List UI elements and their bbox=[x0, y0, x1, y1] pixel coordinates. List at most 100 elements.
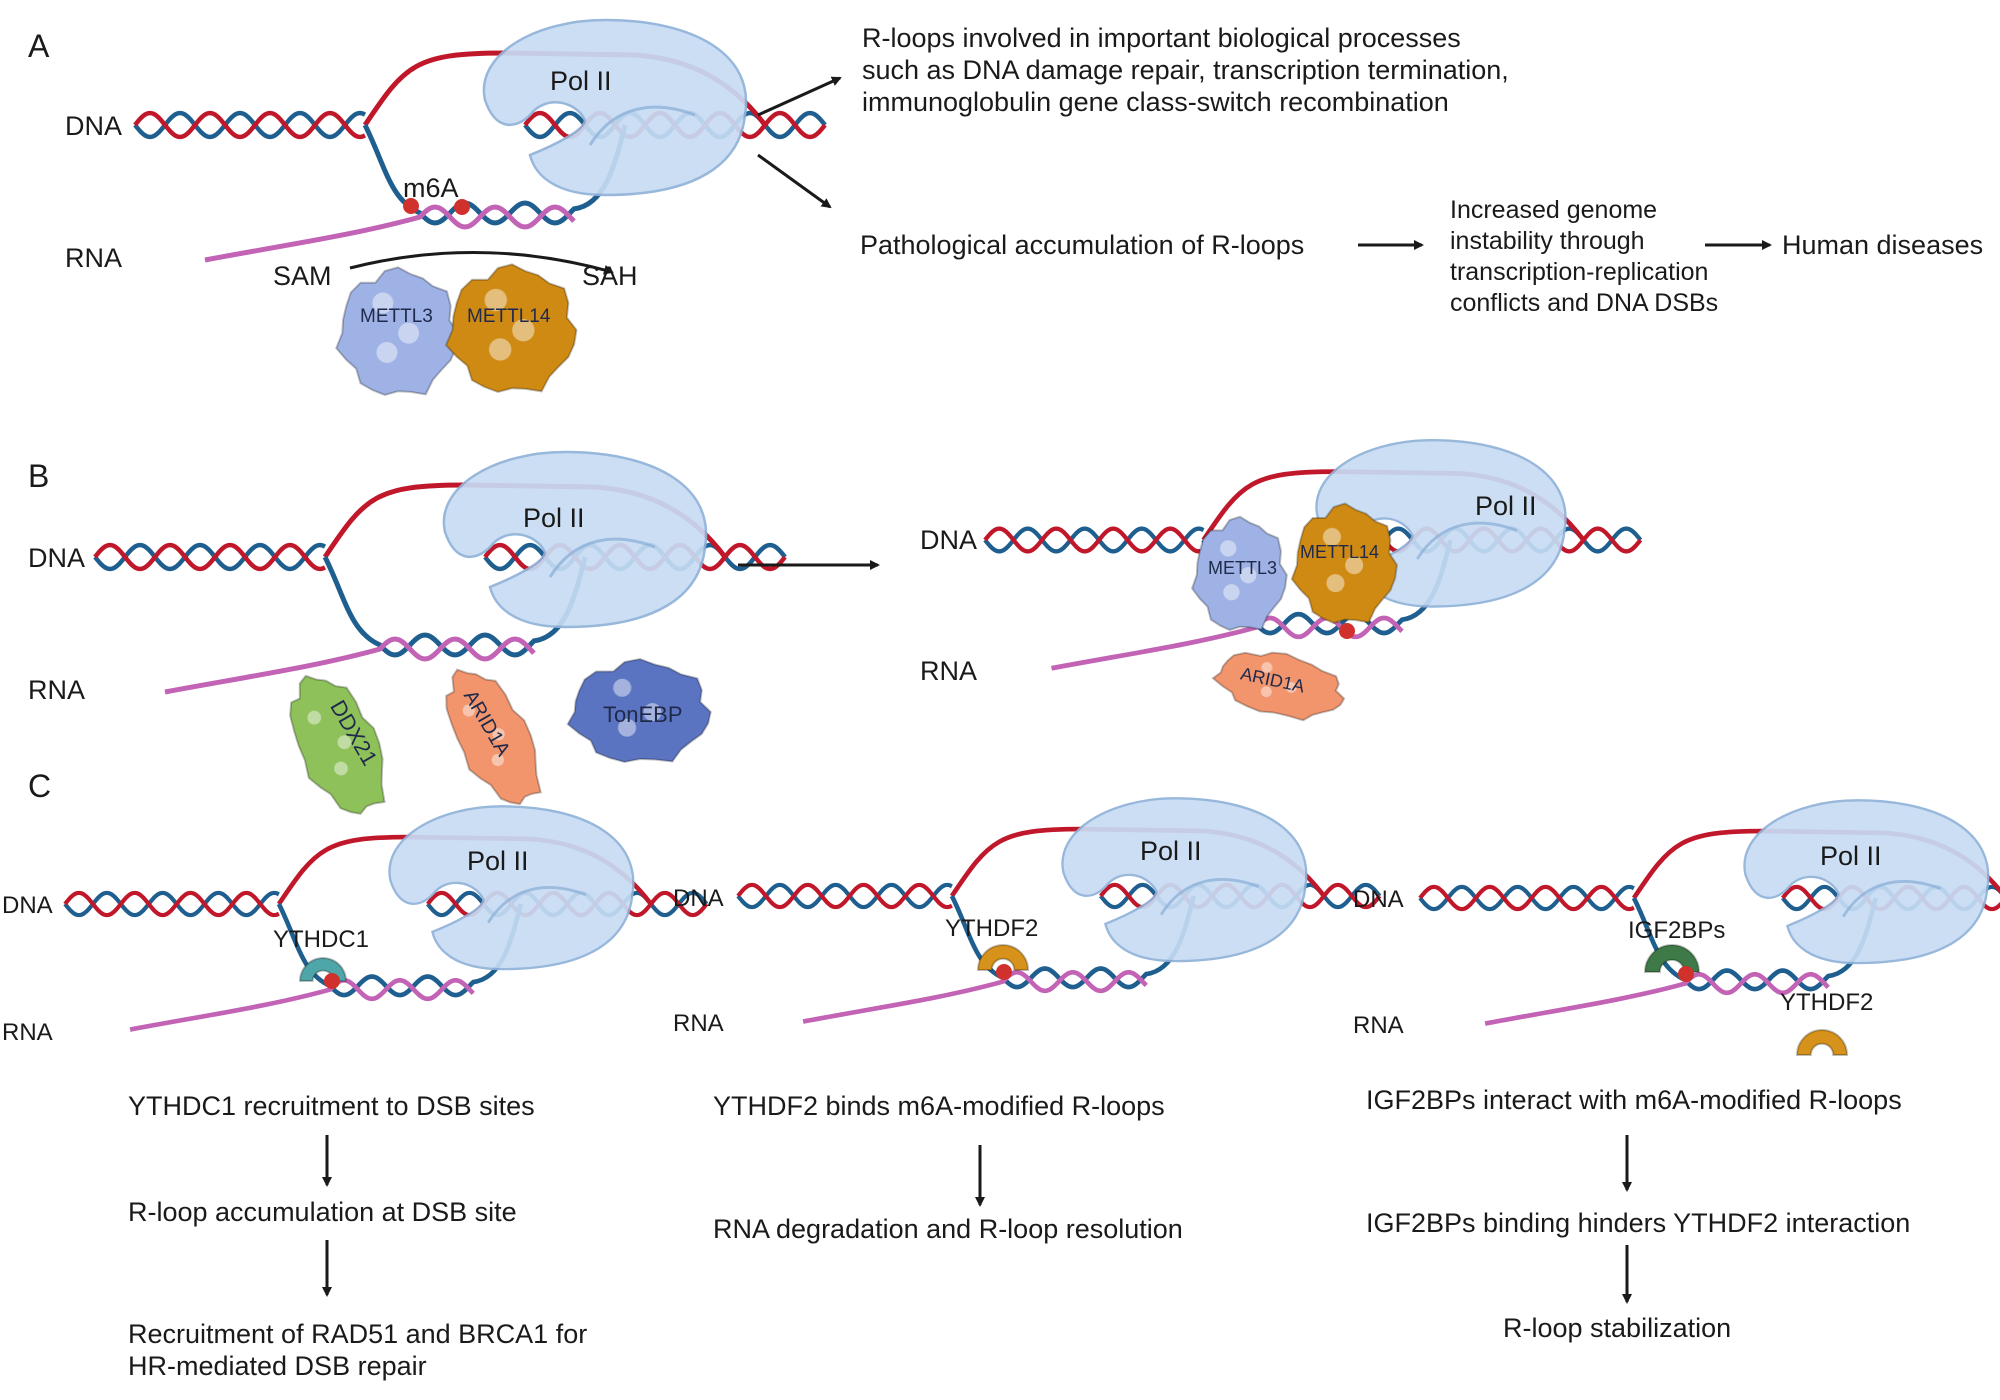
protein-texture bbox=[612, 679, 631, 698]
pol-ii-label: Pol II bbox=[550, 66, 612, 96]
protein-texture bbox=[512, 319, 535, 342]
rna-strand-icon bbox=[1484, 972, 1830, 1026]
pol-ii-icon bbox=[1416, 521, 1518, 560]
protein-texture bbox=[398, 322, 420, 344]
dna-strand bbox=[63, 890, 280, 918]
protein-texture bbox=[1262, 661, 1273, 673]
protein-body bbox=[976, 944, 1030, 971]
protein-texture bbox=[376, 341, 398, 363]
protein-body bbox=[1211, 651, 1346, 722]
pol-ii-icon bbox=[1743, 799, 1990, 965]
protein-texture bbox=[1326, 574, 1345, 593]
protein-texture bbox=[613, 678, 632, 697]
protein-texture bbox=[372, 292, 394, 314]
protein-texture bbox=[618, 718, 637, 737]
mettl14-protein-icon bbox=[444, 263, 578, 394]
protein-texture bbox=[512, 318, 535, 342]
protein-texture bbox=[488, 338, 512, 361]
dna-strand bbox=[93, 542, 327, 572]
pol-ii-label: Pol II bbox=[467, 846, 529, 876]
outcome-pathological: Pathological accumulation of R-loops bbox=[860, 230, 1305, 260]
protein-body bbox=[1190, 515, 1288, 632]
protein-texture bbox=[1223, 584, 1240, 601]
protein-texture bbox=[1345, 556, 1364, 575]
protein-texture bbox=[307, 711, 321, 725]
protein-texture bbox=[491, 753, 504, 767]
panel-label-c: C bbox=[28, 768, 52, 804]
protein-texture bbox=[1285, 682, 1297, 693]
panel-label-b: B bbox=[28, 458, 50, 494]
dna-label: DNA bbox=[28, 543, 86, 573]
protein-texture bbox=[1285, 682, 1297, 693]
step-text: RNA degradation and R-loop resolution bbox=[713, 1214, 1183, 1244]
protein-texture bbox=[1260, 686, 1272, 698]
protein-texture bbox=[492, 728, 505, 741]
rna-strand-icon bbox=[129, 978, 475, 1032]
ythdf2-label: YTHDF2 bbox=[945, 915, 1039, 942]
template-dna-strand bbox=[1201, 538, 1453, 636]
step-text: R-loop stabilization bbox=[1503, 1313, 1732, 1343]
ddx21-protein-icon bbox=[289, 674, 386, 815]
panel-label-a: A bbox=[28, 28, 50, 64]
protein-texture bbox=[1322, 527, 1341, 546]
m6a-mark-icon bbox=[1678, 966, 1694, 982]
protein-texture bbox=[1345, 556, 1364, 574]
protein-texture bbox=[1326, 574, 1345, 593]
panel-c-middle-r-loop bbox=[736, 797, 1382, 1024]
rna-label: RNA bbox=[2, 1019, 53, 1046]
dna-strand bbox=[736, 882, 953, 910]
panel-c-left-r-loop bbox=[63, 805, 709, 1032]
dna-strand bbox=[93, 542, 327, 572]
step-text: R-loop accumulation at DSB site bbox=[128, 1197, 517, 1227]
ythdc1-label: YTHDC1 bbox=[273, 926, 370, 953]
protein-texture bbox=[489, 338, 512, 361]
rna-label: RNA bbox=[65, 243, 123, 273]
pol-ii-icon bbox=[1841, 880, 1942, 918]
protein-body bbox=[444, 263, 578, 394]
protein-texture bbox=[492, 727, 505, 741]
pol-ii-label: Pol II bbox=[523, 503, 585, 533]
outcome-human-diseases: Human diseases bbox=[1782, 230, 1984, 260]
mettl3-protein-icon bbox=[335, 266, 460, 397]
m6a-mark-icon bbox=[324, 973, 340, 989]
protein-texture bbox=[462, 704, 475, 717]
tonebp-label: TonEBP bbox=[603, 702, 683, 727]
dna-strand bbox=[983, 526, 1205, 554]
rna-strand-icon bbox=[802, 970, 1148, 1024]
m6a-mark-icon bbox=[996, 964, 1012, 980]
ythdf2-protein-icon bbox=[976, 944, 1030, 971]
protein-texture bbox=[307, 710, 322, 725]
protein-texture bbox=[617, 718, 636, 737]
protein-texture bbox=[462, 703, 476, 717]
dna-label: DNA bbox=[1353, 886, 1404, 913]
protein-texture bbox=[334, 761, 349, 776]
pol-ii-icon bbox=[482, 18, 748, 197]
protein-body bbox=[1795, 1029, 1849, 1056]
protein-texture bbox=[371, 292, 393, 314]
protein-texture bbox=[1260, 662, 1272, 673]
mettl3-protein-icon bbox=[1190, 515, 1288, 632]
protein-body bbox=[1643, 944, 1701, 973]
rna-label: RNA bbox=[673, 1010, 724, 1037]
dna-label: DNA bbox=[920, 525, 978, 555]
m6a-mark-icon bbox=[454, 199, 470, 215]
pol-ii-icon bbox=[1159, 878, 1260, 916]
protein-texture bbox=[376, 341, 398, 363]
mettl3-label: METTL3 bbox=[360, 306, 433, 327]
arrow-icon bbox=[757, 153, 832, 209]
pol-ii-label: Pol II bbox=[1820, 841, 1882, 871]
m6a-label: m6A bbox=[403, 173, 459, 203]
outcome-genome-instability: Increased genome instability through tra… bbox=[1450, 196, 1719, 317]
protein-texture bbox=[1240, 567, 1257, 584]
panel-c-right-r-loop bbox=[1418, 799, 2000, 1026]
outcome-physiological: R-loops involved in important biological… bbox=[862, 23, 1509, 117]
protein-texture bbox=[307, 710, 322, 725]
protein-texture bbox=[489, 338, 512, 361]
template-dna-strand bbox=[322, 555, 588, 658]
protein-texture bbox=[1240, 567, 1257, 584]
protein-texture bbox=[398, 322, 420, 344]
pol-ii-label: Pol II bbox=[1475, 491, 1537, 521]
dna-strand bbox=[983, 526, 1205, 554]
protein-texture bbox=[1220, 540, 1237, 557]
